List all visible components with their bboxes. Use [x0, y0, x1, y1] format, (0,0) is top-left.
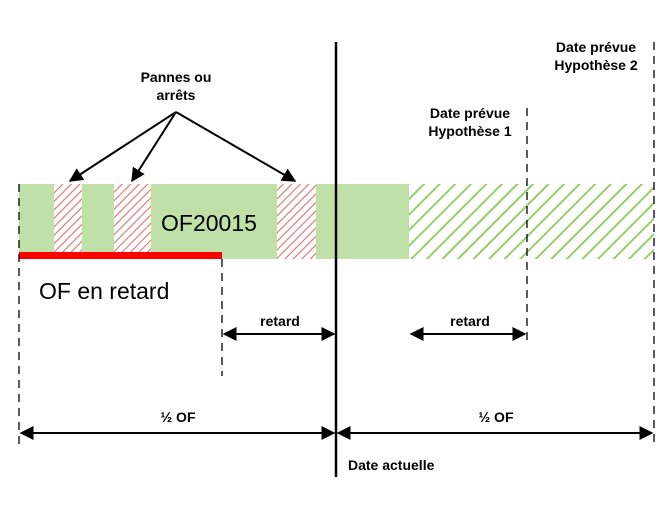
date-h2-label-line1: Date prévue — [556, 39, 636, 55]
half-of-right-label: ½ OF — [478, 409, 513, 425]
of-late-label: OF en retard — [39, 278, 169, 304]
breakdown-block-3 — [277, 184, 316, 259]
date-h2-label-line2: Hypothèse 2 — [554, 57, 637, 73]
late-bar — [19, 252, 222, 259]
retard-right-label: retard — [450, 313, 490, 329]
breakdown-block-2 — [114, 184, 151, 259]
date-h1-label-line1: Date prévue — [430, 105, 510, 121]
of-bar-done — [19, 184, 409, 259]
date-actuelle-label: Date actuelle — [348, 457, 435, 473]
pannes-arrow-3 — [175, 111, 297, 182]
pannes-arrow-2 — [131, 111, 177, 183]
pannes-arrow-1 — [68, 111, 177, 182]
breakdown-block-1 — [54, 184, 82, 259]
date-h1-label-line2: Hypothèse 1 — [428, 123, 511, 139]
of-bar-remaining — [409, 184, 654, 259]
of-number-label: OF20015 — [161, 210, 257, 236]
pannes-label-line2: arrêts — [157, 87, 196, 103]
retard-left-label: retard — [260, 313, 300, 329]
pannes-label-line1: Pannes ou — [141, 69, 212, 85]
half-of-left-label: ½ OF — [160, 409, 195, 425]
